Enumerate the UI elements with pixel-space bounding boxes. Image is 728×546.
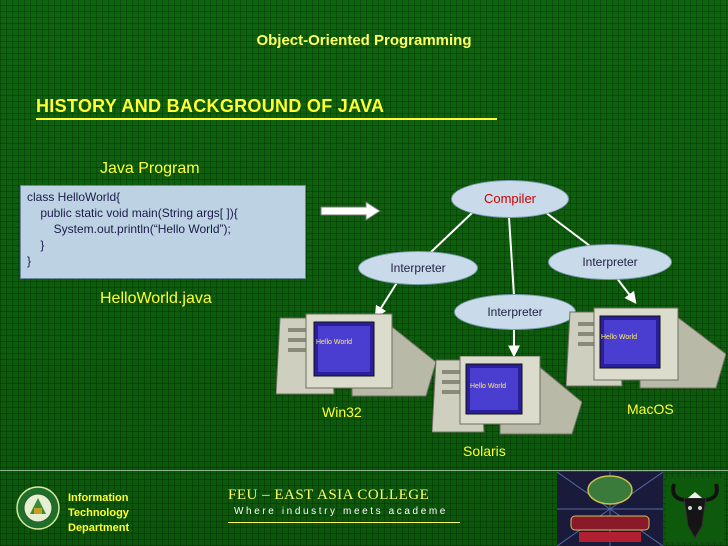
section-heading: HISTORY AND BACKGROUND OF JAVA (36, 96, 385, 116)
interpreter-node: Interpreter (454, 294, 576, 330)
department-line: Technology (68, 507, 129, 519)
code-line: } (27, 254, 32, 268)
department-line: Department (68, 522, 130, 534)
platform-label-macos: MacOS (627, 401, 674, 417)
interpreter-node: Interpreter (548, 244, 672, 280)
code-box: class HelloWorld{ public static void mai… (20, 185, 306, 279)
department-line: Information (68, 492, 129, 504)
goat-emblem-icon (666, 478, 724, 542)
college-name: FEU – EAST ASIA COLLEGE (228, 487, 430, 503)
footer-divider (0, 470, 728, 471)
screen-text: Hello World (316, 339, 353, 346)
code-line: System.out.println(“Hello World”); (27, 222, 231, 236)
computer-icon (432, 356, 582, 435)
code-line: public static void main(String args[ ]){ (27, 206, 238, 220)
department-seal-icon (16, 486, 60, 530)
platform-label-solaris: Solaris (463, 443, 506, 459)
computer-icon (276, 313, 436, 397)
screen-text: Hello World (601, 334, 638, 341)
arrow-right-icon (320, 201, 381, 221)
interpreter-node: Interpreter (358, 251, 478, 285)
java-program-label: Java Program (100, 160, 200, 177)
filename-label: HelloWorld.java (100, 290, 212, 307)
computer-society-logo (557, 472, 663, 546)
tagline-underline (228, 522, 460, 523)
computer-icon (566, 307, 726, 389)
slide-title: Object-Oriented Programming (256, 32, 472, 49)
platform-label-win32: Win32 (322, 404, 362, 420)
compiler-node: Compiler (451, 180, 569, 218)
department-name: Information Technology Department (68, 491, 129, 536)
heading-underline (36, 118, 497, 120)
code-line: } (27, 238, 45, 252)
screen-text: Hello World (470, 383, 507, 390)
code-line: class HelloWorld{ (27, 190, 121, 204)
college-tagline: Where industry meets academe (234, 506, 448, 517)
